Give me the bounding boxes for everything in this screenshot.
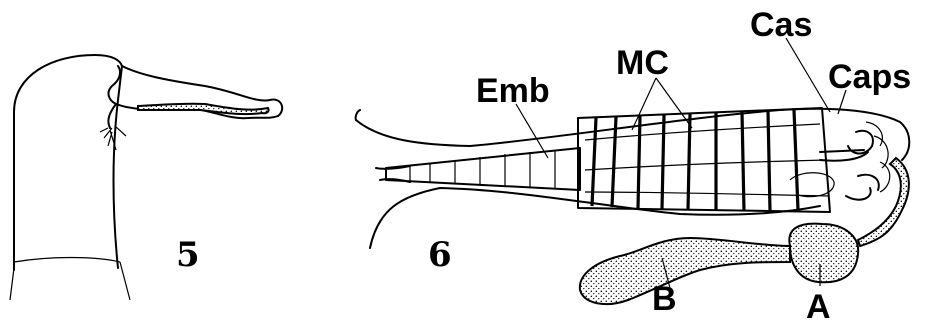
- sac-B: [580, 238, 790, 304]
- label-cas: Cas: [750, 6, 812, 44]
- segment-joint: [10, 258, 130, 301]
- label-b: B: [652, 280, 677, 318]
- parasite-rootlets: [100, 126, 126, 150]
- pointer-cas: [786, 38, 830, 112]
- figure-5-number: 5: [176, 235, 200, 275]
- stalk-to-A: [858, 158, 909, 246]
- figure-5-drawing: [10, 55, 282, 300]
- label-mc: MC: [616, 44, 669, 82]
- label-caps: Caps: [828, 58, 911, 96]
- pointer-emb: [516, 104, 548, 158]
- muscle-bands: [585, 110, 828, 211]
- stalk-lines: [356, 110, 410, 182]
- parasite-inner-content: [138, 104, 269, 114]
- label-emb: Emb: [476, 72, 550, 110]
- figure-6-number: 6: [428, 235, 452, 275]
- host-segment-outline: [14, 55, 122, 270]
- label-a: A: [806, 288, 831, 323]
- capsule-loops: [790, 122, 890, 197]
- sac-A: [789, 224, 858, 283]
- embryo-chain: [386, 148, 580, 190]
